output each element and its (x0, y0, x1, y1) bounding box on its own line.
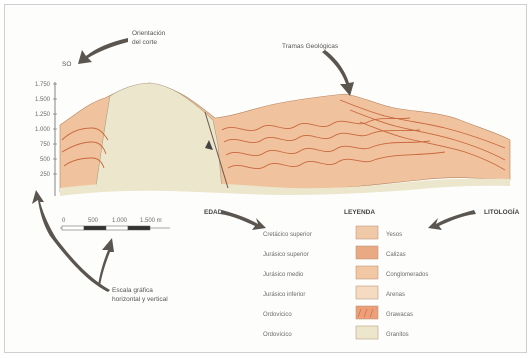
hscale-label-500: 500 (88, 218, 99, 224)
legend-litologia-label: Calizas (386, 252, 406, 258)
hscale-label-1000: 1.000 (112, 218, 128, 224)
vertical-scale-ticks: 1.750 1.500 1.250 1.000 750 500 250 (35, 82, 57, 178)
legend-swatch-calizas (356, 246, 378, 259)
legend-litologia-label: Arenas (386, 292, 405, 298)
legend-litologia-label: Conglomerados (386, 272, 428, 278)
vscale-label: 1.000 (35, 127, 51, 133)
legend-swatch-arenas (356, 286, 378, 299)
legend-edad-label: Jurásico medio (263, 272, 304, 278)
legend-edad-label: Ordovícico (263, 332, 292, 338)
litologia-header: LITOLOGÍA (484, 207, 520, 216)
legend-swatch-yesos (356, 226, 378, 239)
legend-litologia-label: Granitos (386, 332, 409, 338)
legend-edad-label: Cretácico superior (263, 232, 312, 238)
faults-label: Tramas Geológicas (282, 43, 339, 50)
vscale-label: 250 (40, 172, 51, 178)
orientation-label-line1: Orientación (132, 30, 166, 37)
scale-label-line2: horizontal y vertical (112, 296, 168, 303)
orientation-arrow-icon (78, 38, 128, 64)
scale-arrow-left-icon (32, 190, 110, 292)
legend-litologia-label: Grawacas (386, 312, 413, 318)
hscale-label-1500: 1.500 m (140, 218, 162, 224)
scale-label-line1: Escala gráfica (112, 287, 153, 294)
legend-litologia-label: Yesos (386, 232, 402, 238)
litologia-arrow-icon (428, 210, 476, 230)
edad-arrow-icon (220, 210, 266, 230)
orientation-code: SO (62, 61, 71, 68)
legend-edad-label: Ordovícico (263, 312, 292, 318)
vscale-label: 1.250 (35, 112, 51, 118)
granite-body (96, 83, 222, 190)
scale-arrow-right-icon (98, 238, 114, 286)
horizontal-scale-bar (60, 226, 170, 230)
vscale-label: 1.750 (35, 82, 51, 88)
legend-swatch-conglomerados (356, 266, 378, 279)
legend-swatch-granitos (356, 326, 378, 339)
legend-swatch-grawacas (356, 306, 378, 319)
vscale-label: 1.500 (35, 97, 51, 103)
legend-edad-label: Jurásico inferior (263, 292, 305, 298)
hscale-label-0: 0 (62, 218, 66, 224)
edad-header: EDAD (204, 209, 223, 216)
faults-arrow-icon (322, 50, 354, 96)
leyenda-header: LEYENDA (344, 209, 375, 216)
legend-edad-label: Jurásico superior (263, 252, 309, 258)
orientation-label-line2: del corte (132, 39, 157, 46)
vscale-label: 750 (40, 142, 51, 148)
vscale-label: 500 (40, 157, 51, 163)
